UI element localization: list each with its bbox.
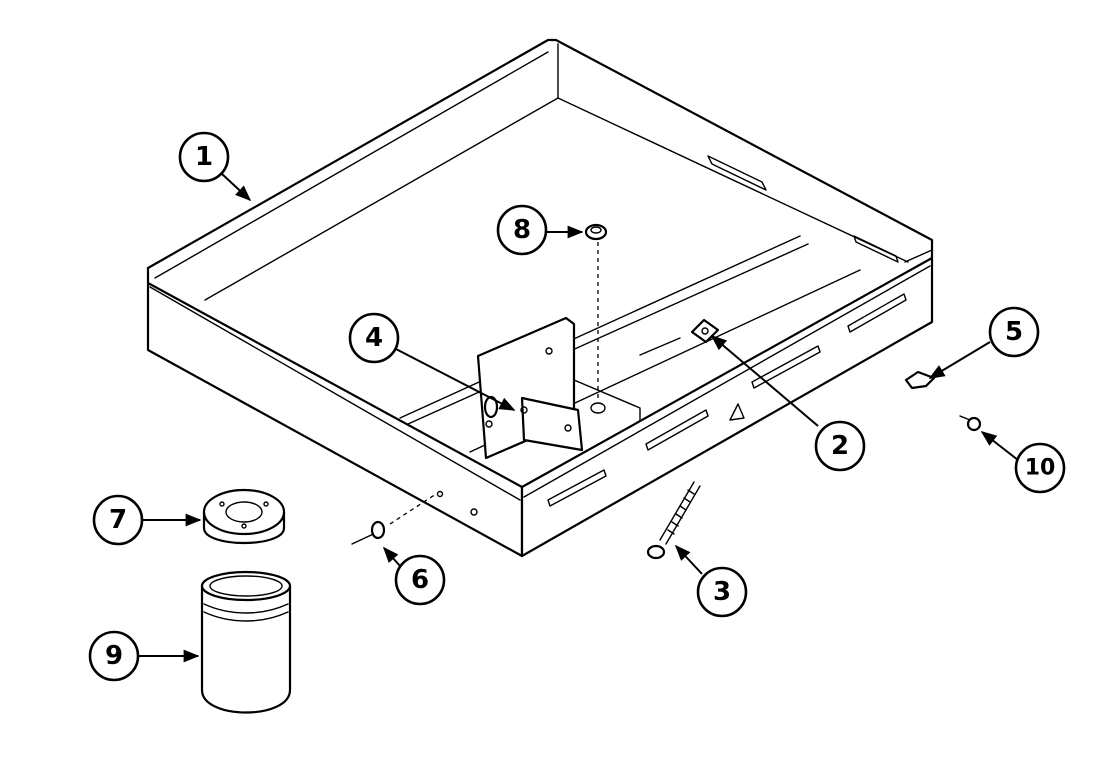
svg-text:10: 10: [1025, 456, 1056, 481]
drip-pan: [146, 38, 934, 558]
svg-text:5: 5: [1005, 317, 1023, 347]
callout-6: 6: [394, 554, 446, 606]
leader-lines: [138, 173, 1019, 663]
jar: [200, 570, 292, 714]
clip: [904, 370, 936, 390]
long-screw: [646, 481, 701, 560]
callout-8: 8: [496, 204, 548, 256]
svg-text:1: 1: [195, 142, 213, 172]
svg-text:7: 7: [109, 505, 127, 535]
svg-text:3: 3: [713, 577, 731, 607]
grommet: [584, 223, 608, 400]
svg-text:4: 4: [365, 323, 383, 353]
svg-text:9: 9: [105, 641, 123, 671]
bracket-assembly: [476, 316, 641, 460]
callout-3: 3: [696, 566, 748, 618]
callout-2: 2: [814, 420, 866, 472]
callout-5: 5: [988, 306, 1040, 358]
small-screw: [959, 415, 982, 432]
callout-10: 10: [1014, 442, 1066, 494]
svg-text:6: 6: [411, 565, 429, 595]
svg-text:2: 2: [831, 431, 849, 461]
svg-text:8: 8: [513, 215, 531, 245]
jar-lid: [202, 488, 286, 544]
pin: [351, 493, 437, 545]
callout-9: 9: [88, 630, 140, 682]
callout-1: 1: [178, 131, 230, 183]
callout-7: 7: [92, 494, 144, 546]
callout-4: 4: [348, 312, 400, 364]
